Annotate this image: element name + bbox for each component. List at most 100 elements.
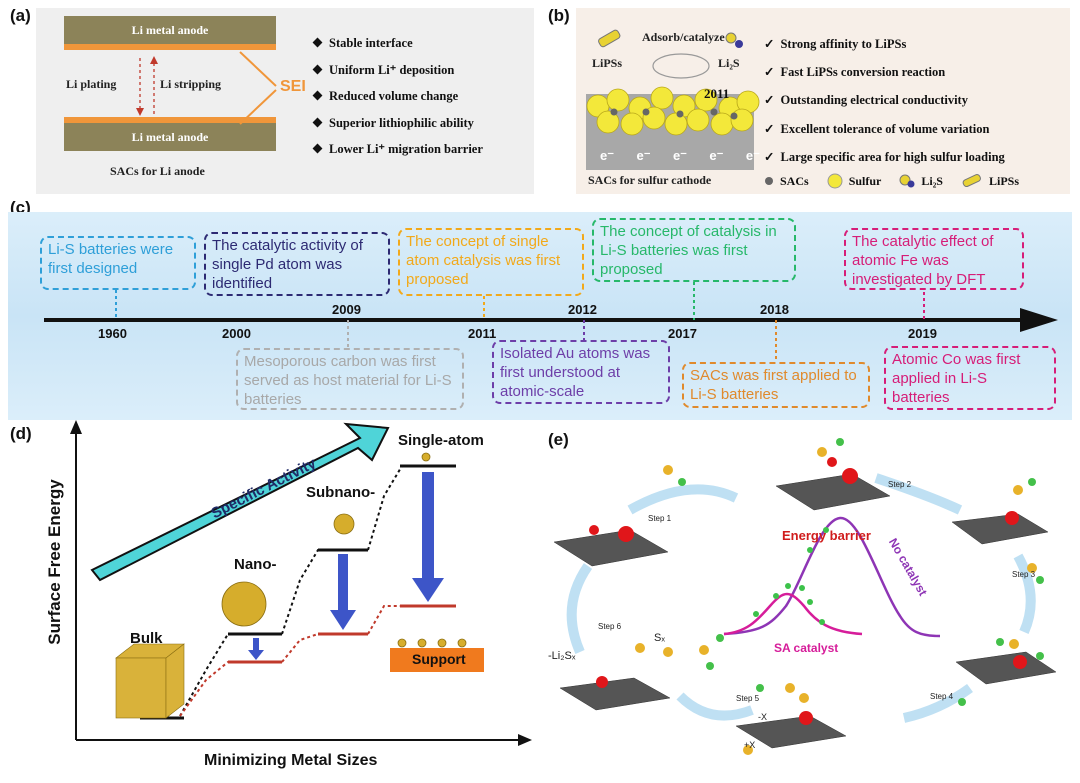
sulfur-particle — [730, 108, 754, 132]
energy-diagram — [70, 420, 532, 746]
sac-site — [730, 112, 738, 120]
panel-a-label: (a) — [10, 6, 31, 25]
list-item: ✓Large specific area for high sulfur loa… — [764, 149, 1005, 164]
step-label: Step 3 — [1012, 570, 1036, 579]
year-label: 2017 — [668, 326, 697, 341]
electron-label: e⁻ — [709, 148, 724, 163]
li-stripping-label: Li stripping — [160, 77, 222, 91]
reaction-cycle — [553, 438, 1057, 755]
single-atom — [421, 452, 431, 462]
event-box: Mesoporous carbon was first served as ho… — [236, 348, 464, 410]
subnano-cluster — [333, 513, 355, 535]
specific-activity-arrow — [90, 422, 390, 582]
sx-label: Sₓ — [654, 632, 665, 644]
year-label: 2019 — [908, 326, 937, 341]
list-item: Uniform Li⁺ deposition — [310, 57, 483, 84]
support-label: Support — [412, 651, 466, 667]
panel-b-legend: SACs Sulfur Li₂S LiPSs — [764, 173, 1019, 189]
timeline-connectors — [115, 282, 925, 362]
list-item: ✓Excellent tolerance of volume variation — [764, 121, 990, 136]
step-label: Step 4 — [930, 692, 954, 701]
legend-label: LiPSs — [988, 173, 1019, 188]
support-block — [390, 648, 484, 672]
li2s-icon — [725, 32, 743, 48]
list-item: ✓Fast LiPSs conversion reaction — [764, 65, 946, 80]
sa-catalyst-label: SA catalyst — [774, 641, 839, 655]
event-box: Isolated Au atoms was first understood a… — [492, 340, 670, 404]
sei-label: SEI — [280, 78, 306, 95]
year-label: 2011 — [468, 326, 497, 341]
panel-b-label: (b) — [548, 6, 570, 25]
sulfur-particle — [686, 108, 710, 132]
x-axis-label: Minimizing Metal Sizes — [204, 752, 378, 769]
panel-c-timeline: 1960 2000 2009 2011 2012 2017 2018 2019 … — [8, 212, 1072, 420]
electron-label: e⁻ — [636, 148, 651, 163]
sulfur-particle — [710, 112, 734, 136]
panel-b-caption: SACs for sulfur cathode — [588, 173, 712, 187]
list-item: Superior lithiophilic ability — [310, 110, 483, 137]
legend-label: Sulfur — [848, 173, 882, 188]
electron-label: e⁻ — [745, 148, 760, 163]
legend-label: Li₂S — [921, 173, 943, 188]
electron-row: e⁻ e⁻ e⁻ e⁻ e⁻ — [600, 148, 760, 164]
sulfur-particle — [606, 88, 630, 112]
event-box: The concept of single atom catalysis was… — [398, 228, 584, 296]
plating-arrows — [136, 56, 158, 116]
nano-cluster — [221, 581, 267, 627]
list-item: ✓Outstanding electrical conductivity — [764, 93, 968, 108]
minus-x-label: -X — [758, 712, 767, 722]
sulfur-particle — [650, 86, 674, 110]
size-label: Bulk — [130, 630, 163, 647]
lipss-icon — [598, 29, 621, 48]
li2s-label: Li₂S — [718, 56, 740, 70]
minus-li2sx-label: -Li₂Sₓ — [548, 650, 576, 662]
sulfur-particles — [586, 86, 760, 136]
lipss-label: LiPSs — [592, 56, 623, 70]
y-axis-label: Surface Free Energy — [45, 479, 64, 645]
panel-e-label: (e) — [548, 430, 569, 449]
cathode-benefit-list: ✓Strong affinity to LiPSs ✓Fast LiPSs co… — [764, 30, 1005, 171]
event-box: Atomic Co was first applied in Li-S batt… — [884, 346, 1056, 410]
list-item: Stable interface — [310, 30, 483, 57]
timeline-arrow — [44, 308, 1058, 332]
event-box: SACs was first applied to Li-S batteries — [682, 362, 870, 408]
event-box: Li-S batteries were first designed — [40, 236, 196, 290]
panel-a-caption: SACs for Li anode — [110, 164, 205, 178]
year-label: 2000 — [222, 326, 251, 341]
bulk-cube — [115, 643, 185, 719]
sulfur-particle — [620, 112, 644, 136]
year-label: 2012 — [568, 302, 597, 317]
sac-site — [610, 108, 618, 116]
sei-strip-top — [64, 44, 276, 50]
step-label: Step 6 — [598, 622, 622, 631]
sac-site — [642, 108, 650, 116]
electron-label: e⁻ — [672, 148, 688, 163]
step-label: Step 2 — [888, 480, 912, 489]
year-label: 2009 — [332, 302, 361, 317]
sulfur-particle — [596, 110, 620, 134]
sac-dot-icon — [765, 177, 773, 185]
legend-label: SACs — [780, 173, 809, 188]
anode-bottom: Li metal anode — [64, 123, 276, 151]
size-label: Nano- — [234, 556, 277, 573]
sac-site — [710, 108, 718, 116]
lipss-legend-icon — [962, 174, 981, 188]
panel-a: Li metal anode Li metal anode Li plating… — [36, 8, 534, 194]
overlay-year: 2011 — [704, 86, 730, 101]
list-item: ✓Strong affinity to LiPSs — [764, 37, 907, 51]
event-box: The concept of catalysis in Li-S batteri… — [592, 218, 796, 282]
anode-benefit-list: Stable interface Uniform Li⁺ deposition … — [310, 30, 483, 163]
year-label: 2018 — [760, 302, 789, 317]
sulfur-dot-icon — [827, 173, 843, 189]
sei-strip-bottom — [64, 117, 276, 123]
li2s-dot-icon — [899, 174, 915, 188]
event-box: The catalytic activity of single Pd atom… — [204, 232, 390, 296]
conversion-cycle — [652, 53, 710, 79]
size-label: Single-atom — [398, 432, 484, 449]
year-label: 1960 — [98, 326, 127, 341]
electron-label: e⁻ — [600, 148, 615, 163]
anode-top: Li metal anode — [64, 16, 276, 44]
event-box: The catalytic effect of atomic Fe was in… — [844, 228, 1024, 290]
li-plating-label: Li plating — [66, 77, 117, 91]
panel-b: LiPSs Adsorb/catalyze Li₂S 2011 e⁻ e⁻ e⁻… — [576, 8, 1070, 194]
